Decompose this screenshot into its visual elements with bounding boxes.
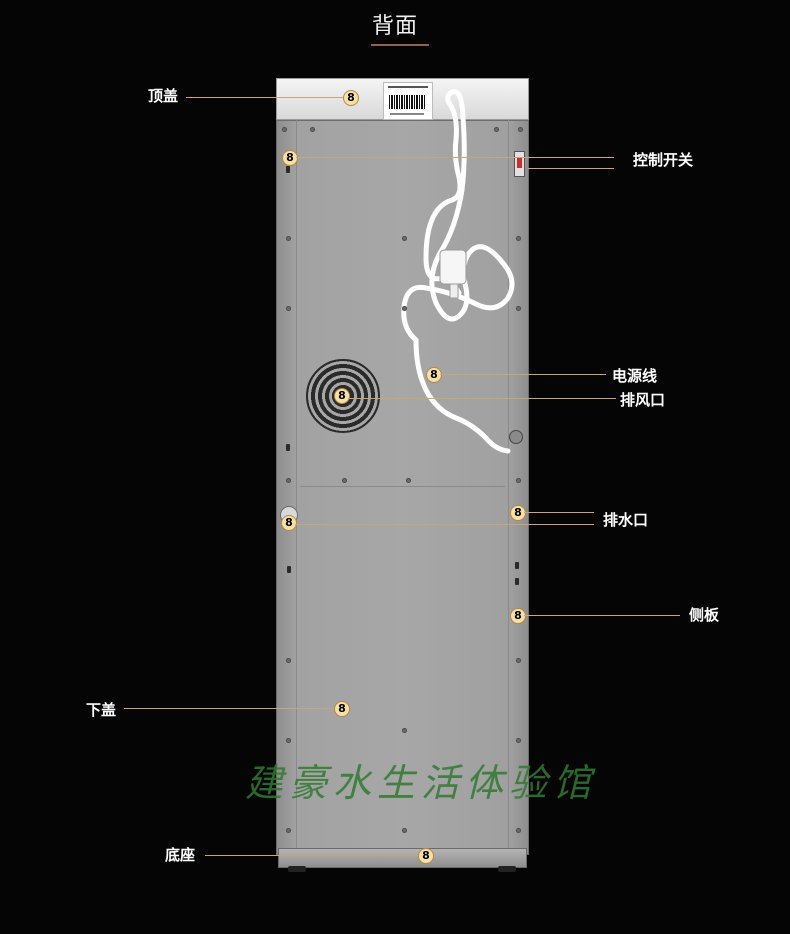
screw [516, 658, 521, 663]
label-lower-cover: 下盖 [86, 701, 117, 719]
screw [516, 828, 521, 833]
water-dispenser-back-view [276, 78, 529, 872]
marker-exhaust-vent: 8 [334, 388, 350, 404]
label-drain-outlet: 排水口 [603, 511, 649, 529]
screw [516, 306, 521, 311]
screw [518, 127, 523, 132]
panel-seam-upper [300, 486, 505, 487]
callout-line-power-cord [440, 374, 606, 375]
screw [286, 658, 291, 663]
sticker-text-line [388, 86, 428, 88]
marker-lower-cover: 8 [334, 701, 350, 717]
screw [406, 478, 411, 483]
marker-control-switch: 8 [282, 150, 298, 166]
screw [402, 306, 407, 311]
callout-line-side-panel [524, 615, 680, 616]
top-cover [276, 78, 529, 120]
screw [402, 828, 407, 833]
label-exhaust-vent: 排风口 [620, 391, 666, 409]
left-side-rail [296, 120, 297, 855]
callout-line-base [205, 855, 419, 856]
vent-slot [286, 166, 290, 173]
control-switch-rocker [514, 151, 525, 177]
marker-power-cord: 8 [426, 367, 442, 383]
marker-drain-outlet-left: 8 [281, 515, 297, 531]
marker-drain-outlet: 8 [510, 505, 526, 521]
machine-foot [288, 866, 306, 872]
screw [494, 127, 499, 132]
screw [516, 478, 521, 483]
screw [402, 728, 407, 733]
screw [402, 236, 407, 241]
callout-line-control-switch-lower [528, 168, 614, 169]
callout-line-lower-cover [124, 708, 335, 709]
sticker-text-line [390, 113, 424, 115]
barcode-sticker [383, 82, 433, 120]
screw [310, 127, 315, 132]
marker-top-cover: 8 [343, 90, 359, 106]
vent-slot [515, 578, 519, 585]
page-title: 背面 [371, 14, 418, 39]
barcode-icon [389, 95, 425, 109]
screw [286, 738, 291, 743]
label-control-switch: 控制开关 [633, 151, 694, 169]
marker-base: 8 [418, 848, 434, 864]
screw [342, 478, 347, 483]
screw [516, 738, 521, 743]
marker-side-panel: 8 [510, 608, 526, 624]
screw [516, 236, 521, 241]
callout-line-drain-outlet [524, 512, 594, 513]
label-power-cord: 电源线 [612, 367, 658, 385]
cord-grommet [509, 430, 523, 444]
power-cord-plug-icon [401, 89, 515, 454]
title-underline [371, 44, 429, 46]
callout-line-drain-outlet-lower [295, 524, 594, 525]
screw [282, 127, 287, 132]
machine-foot [498, 866, 516, 872]
label-top-cover: 顶盖 [148, 87, 179, 105]
label-base: 底座 [165, 846, 196, 864]
vent-slot [515, 562, 519, 569]
watermark-text: 建豪水生活体验馆 [245, 761, 598, 805]
callout-line-top-cover [186, 97, 344, 98]
screw [286, 478, 291, 483]
screw [286, 236, 291, 241]
callout-line-control-switch [296, 157, 614, 158]
callout-line-exhaust-vent [348, 398, 616, 399]
label-side-panel: 侧板 [689, 606, 720, 624]
vent-slot [287, 566, 291, 573]
screw [286, 306, 291, 311]
right-side-rail [508, 120, 509, 855]
screw [286, 828, 291, 833]
vent-slot [286, 444, 290, 451]
machine-base [278, 848, 527, 868]
